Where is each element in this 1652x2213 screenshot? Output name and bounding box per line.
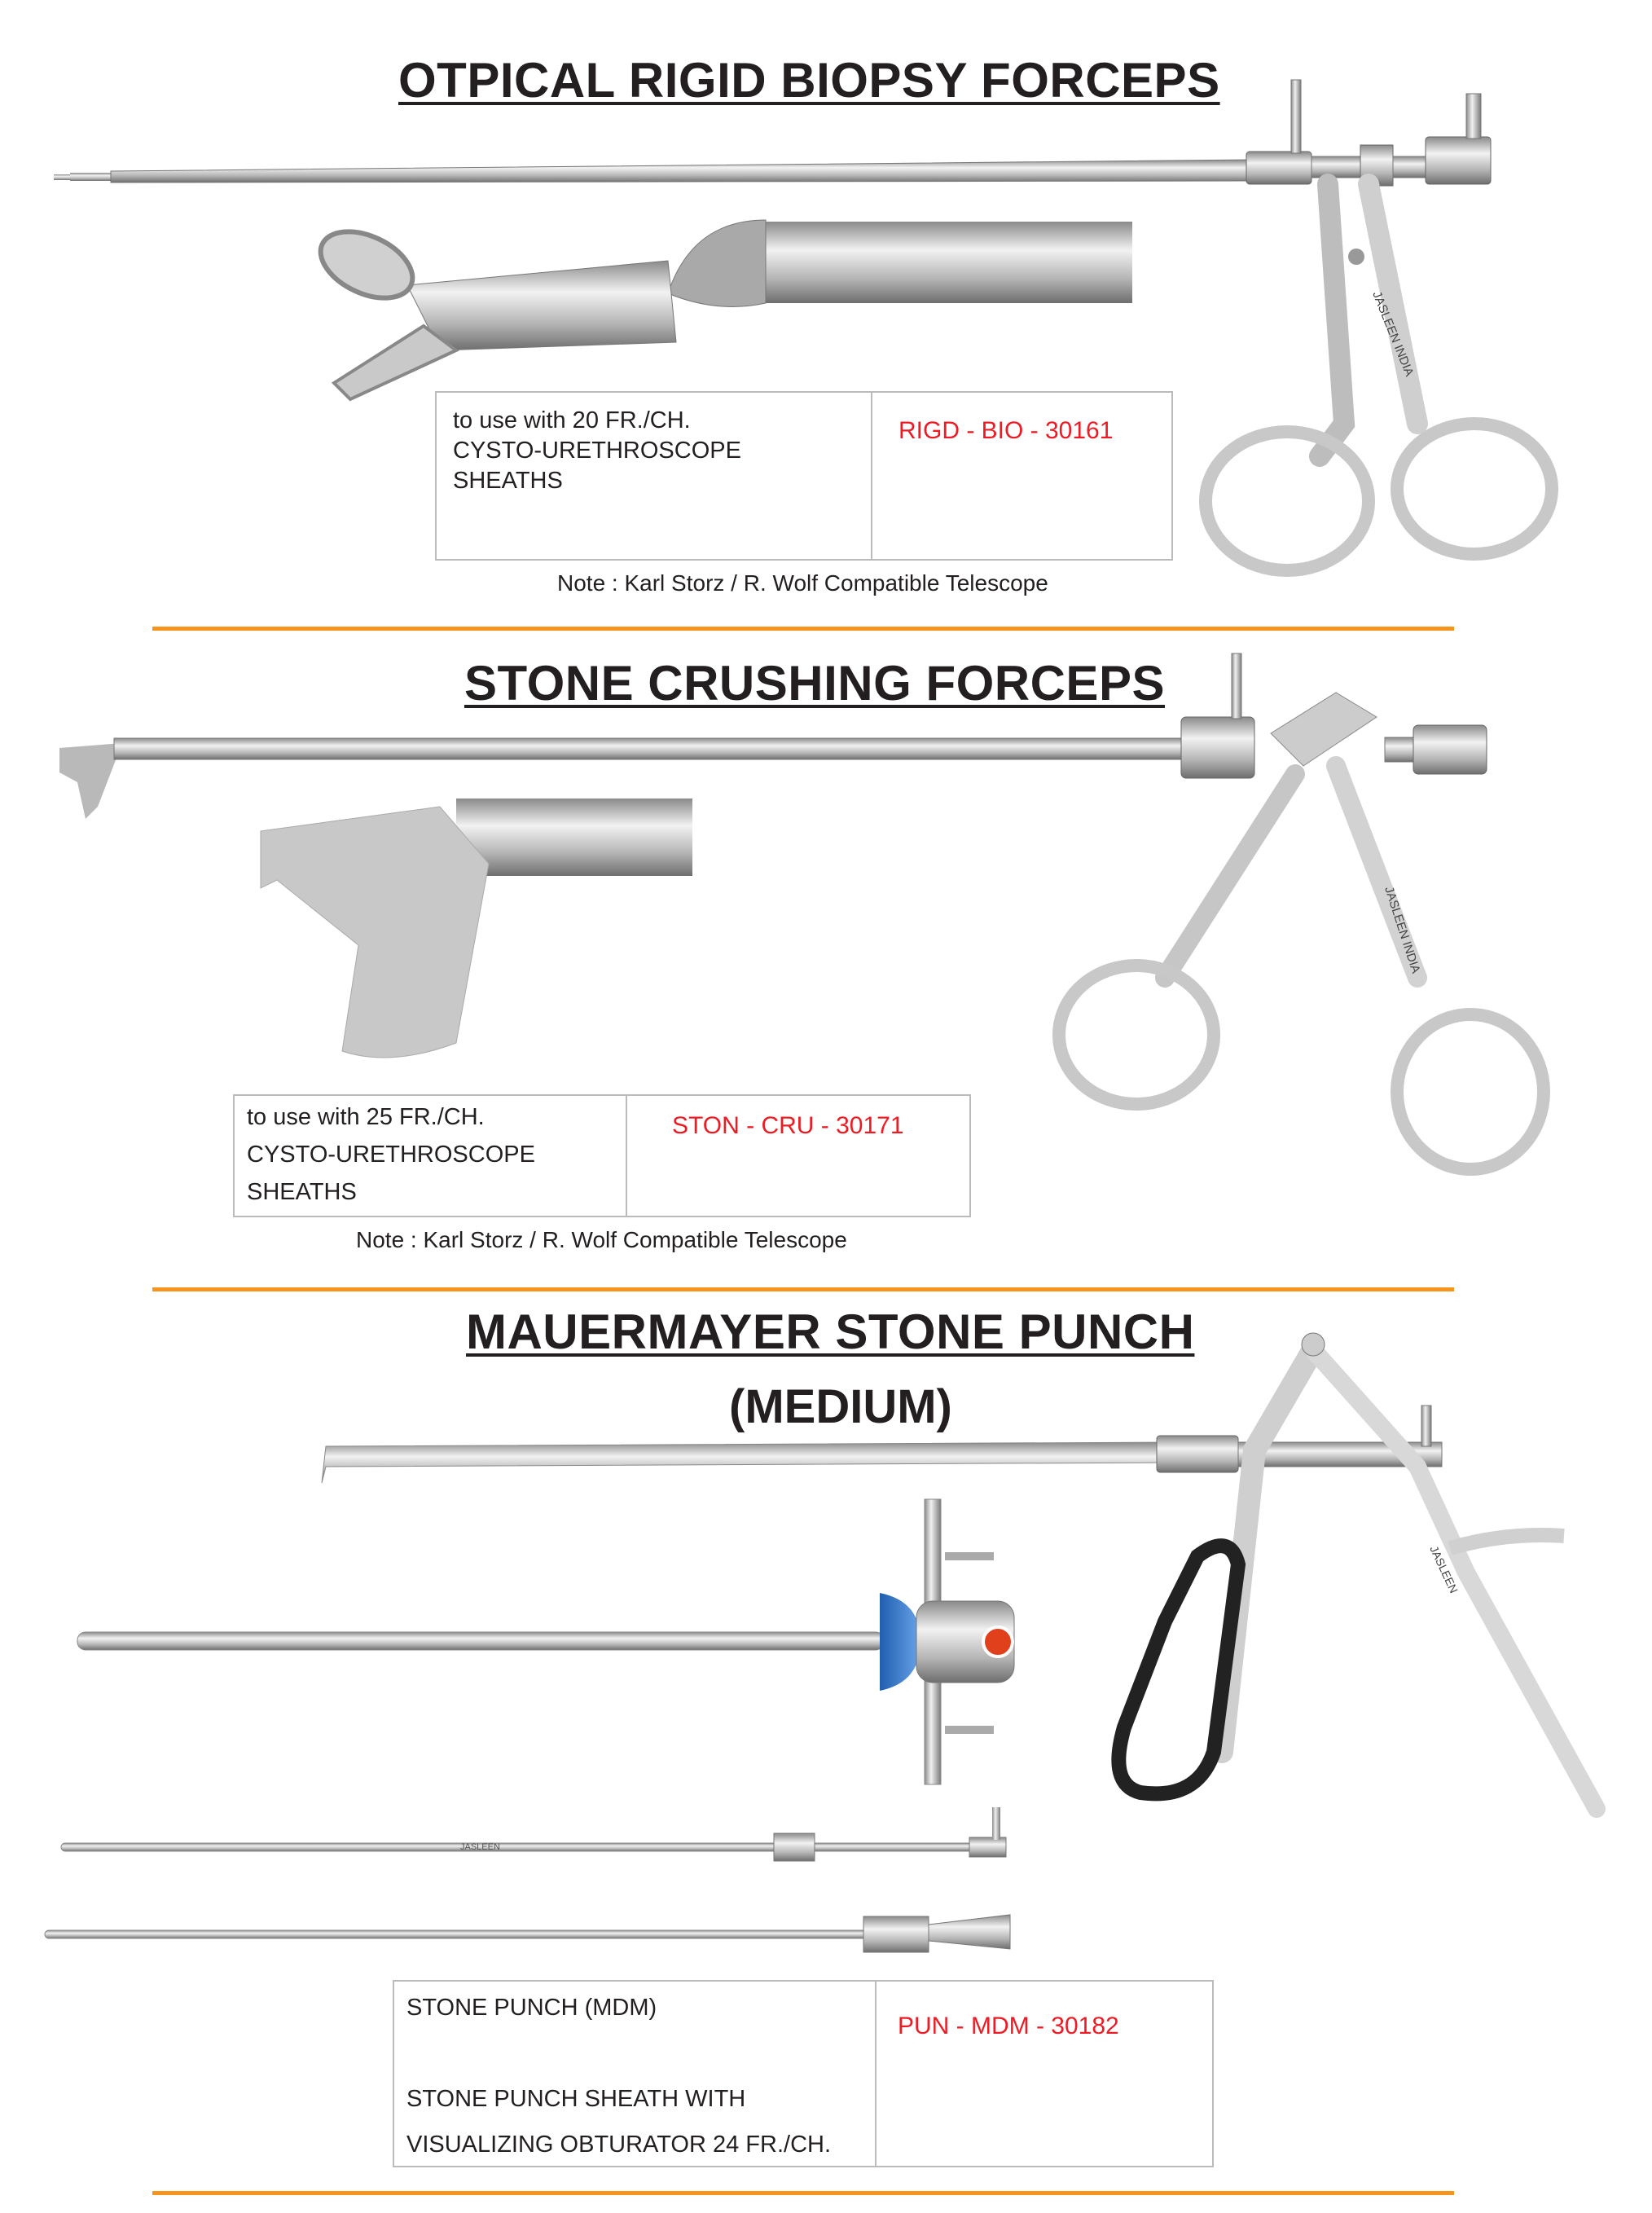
spec-table-biopsy-forceps: to use with 20 FR./CH. CYSTO-URETHROSCOP… [435, 391, 1173, 561]
product-code: PUN - MDM - 30182 [898, 2013, 1119, 2039]
section-title-stone-punch: MAUERMAYER STONE PUNCH [466, 1304, 1195, 1359]
stone-punch-illustration: JASLEEN JASLEEN [44, 1332, 1606, 1953]
spec-table-stone-punch: STONE PUNCH (MDM) STONE PUNCH SHEATH WIT… [393, 1980, 1214, 2167]
section-title-stone-crushing-forceps: STONE CRUSHING FORCEPS [464, 656, 1165, 711]
section-divider [152, 1287, 1454, 1291]
description-line: STONE PUNCH (MDM) [406, 1995, 657, 2021]
section-title-biopsy-forceps: OTPICAL RIGID BIOPSY FORCEPS [398, 53, 1220, 108]
description-line: SHEATHS [453, 468, 563, 494]
description-line: to use with 20 FR./CH. [453, 407, 691, 433]
stone-crushing-forceps-illustration: JASLEEN INDIA [59, 653, 1550, 1176]
biopsy-forceps-illustration: JASLEEN INDIA [54, 79, 1558, 577]
description-line: SHEATHS [247, 1179, 357, 1205]
code-cell: STON - CRU - 30171 [626, 1094, 971, 1217]
description-cell: to use with 20 FR./CH. CYSTO-URETHROSCOP… [435, 391, 872, 561]
description-line: STONE PUNCH SHEATH WITH [406, 2086, 746, 2112]
spec-table-stone-crushing-forceps: to use with 25 FR./CH. CYSTO-URETHROSCOP… [233, 1094, 971, 1217]
description-cell: to use with 25 FR./CH. CYSTO-URETHROSCOP… [233, 1094, 627, 1217]
description-line: CYSTO-URETHROSCOPE [453, 438, 741, 464]
section-divider [152, 627, 1454, 631]
description-cell: STONE PUNCH (MDM) STONE PUNCH SHEATH WIT… [393, 1980, 877, 2167]
section-subtitle: (MEDIUM) [729, 1380, 952, 1433]
compatibility-note: Note : Karl Storz / R. Wolf Compatible T… [557, 570, 1048, 596]
product-code: RIGD - BIO - 30161 [898, 417, 1114, 444]
section-divider [152, 2191, 1454, 2195]
compatibility-note: Note : Karl Storz / R. Wolf Compatible T… [356, 1227, 847, 1252]
code-cell: PUN - MDM - 30182 [875, 1980, 1214, 2167]
code-cell: RIGD - BIO - 30161 [871, 391, 1173, 561]
description-line: to use with 25 FR./CH. [247, 1104, 485, 1130]
description-line: VISUALIZING OBTURATOR 24 FR./CH. [406, 2132, 832, 2158]
rod-engraving: JASLEEN [460, 1842, 500, 1852]
description-line: CYSTO-URETHROSCOPE [247, 1142, 535, 1168]
product-code: STON - CRU - 30171 [672, 1112, 904, 1139]
